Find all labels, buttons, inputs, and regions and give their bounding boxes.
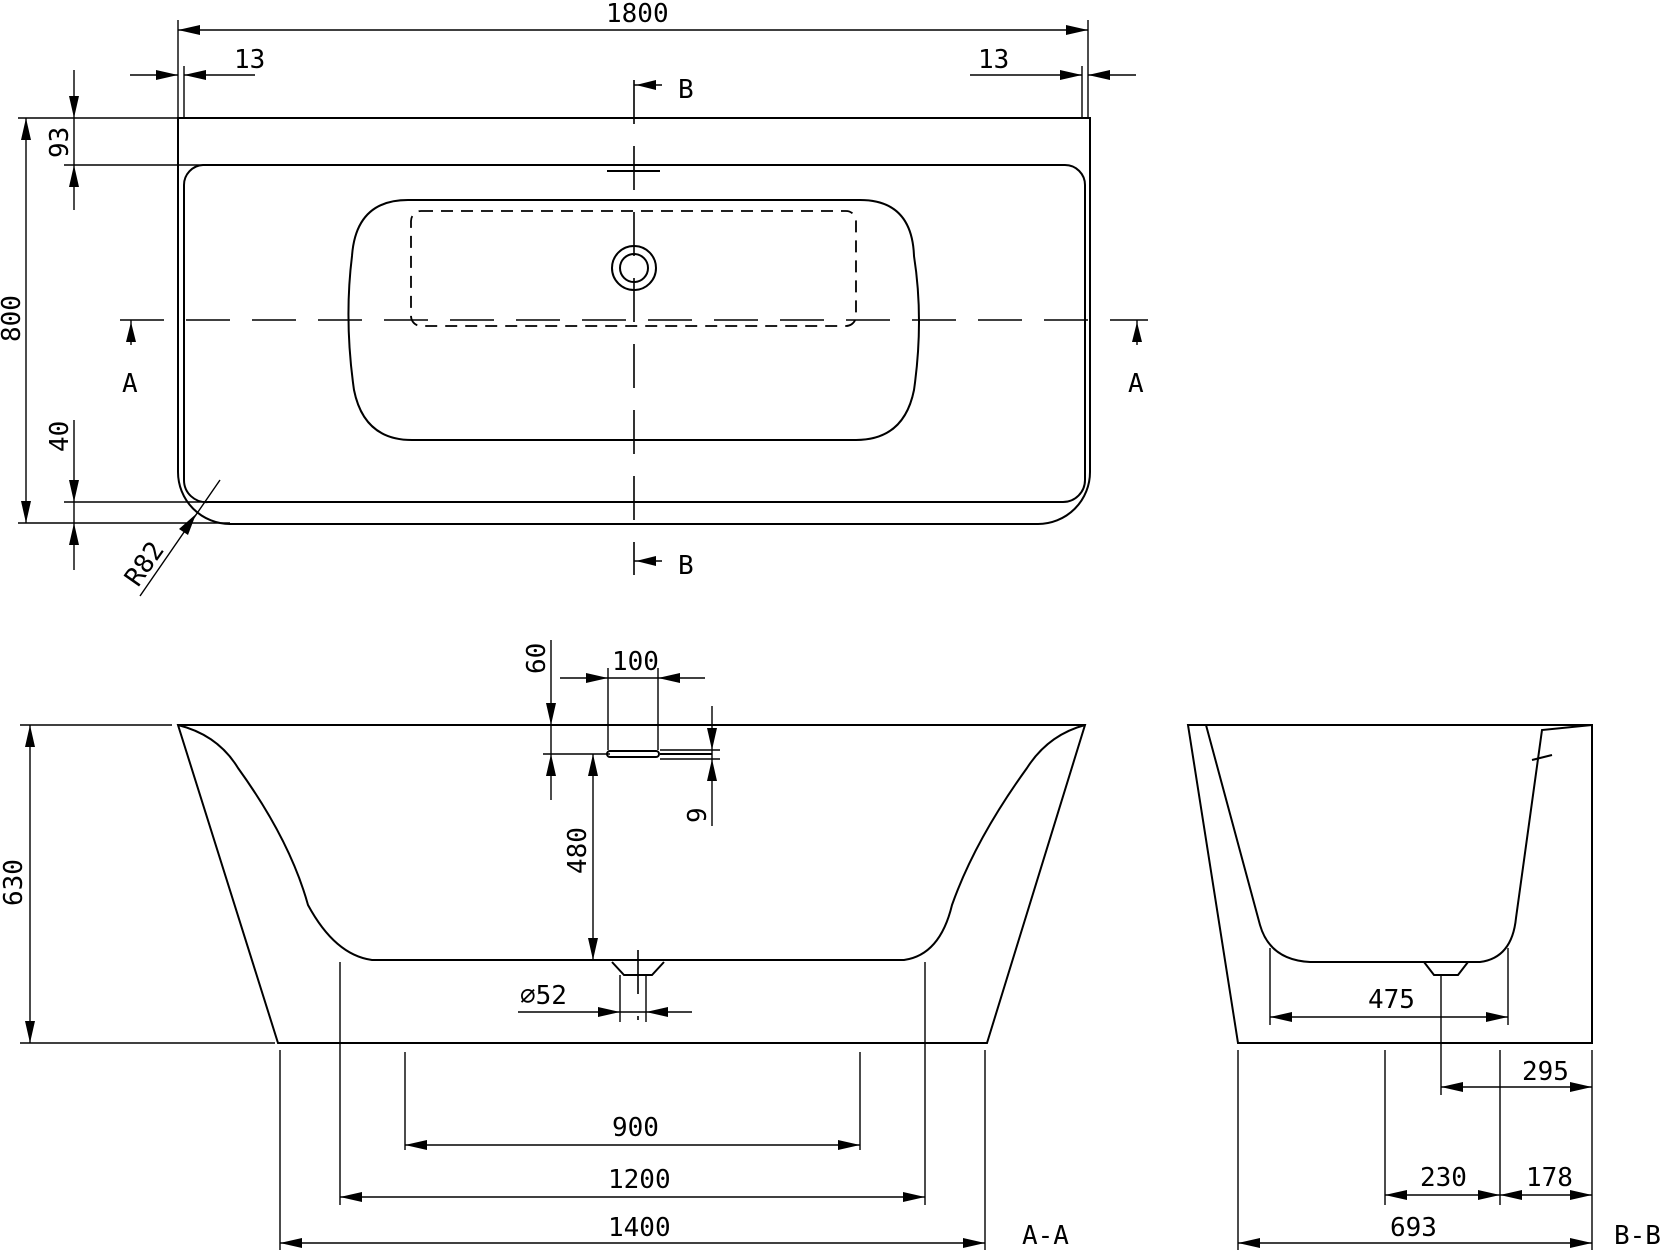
dim-630-arrow-bottom — [25, 1021, 35, 1043]
section-bb-overflow — [1531, 754, 1553, 761]
dim-480-arrow-top — [588, 754, 598, 776]
dim-9-arrow-bottom — [707, 759, 717, 781]
dim-295-arrow-right — [1570, 1082, 1592, 1092]
dim-630-arrow-top — [25, 725, 35, 747]
dim-1200-arrow-left — [340, 1192, 362, 1202]
dim-1200-arrow-right — [903, 1192, 925, 1202]
dim-40-arrow-bottom — [69, 523, 79, 545]
dim-693-arrow-right — [1570, 1238, 1592, 1248]
dim-1400-arrow-left — [280, 1238, 302, 1248]
dim-13-right-arrow2 — [1088, 70, 1110, 80]
dim-40-arrow-top — [69, 480, 79, 502]
dim-13-left-arrow2 — [184, 70, 206, 80]
section-aa-view: 630 60 100 9 480 ⌀52 — [0, 640, 1087, 1251]
section-aa-inner — [177, 724, 1086, 961]
dim-r82-leader — [139, 479, 221, 597]
section-bb-inner — [1205, 724, 1593, 963]
dim-40-text: 40 — [45, 421, 75, 452]
plan-drain-inner — [619, 253, 649, 283]
dim-800-arrow-bottom — [21, 501, 31, 523]
section-b-bottom-arrow — [636, 556, 656, 566]
dim-93-arrow-top — [69, 96, 79, 118]
dim-r82-arrow — [179, 514, 196, 535]
dim-230-text: 230 — [1420, 1163, 1467, 1193]
dim-9-arrow-top — [707, 728, 717, 750]
dim-60-arrow-top — [546, 703, 556, 725]
section-aa-label: A-A — [1022, 1221, 1069, 1251]
section-b-top-label: B — [678, 75, 694, 105]
dim-100-arrow-left — [586, 673, 608, 683]
dim-800-arrow-top — [21, 118, 31, 140]
dim-178-text: 178 — [1526, 1163, 1573, 1193]
dim-60-text: 60 — [522, 643, 552, 674]
dim-60-arrow-bottom — [546, 754, 556, 776]
dim-1800-arrow-right — [1066, 25, 1088, 35]
dim-52-text: ⌀52 — [520, 981, 567, 1011]
plan-inner-rim — [182, 164, 1086, 504]
dim-100-text: 100 — [612, 647, 659, 677]
dim-480-arrow-bottom — [588, 938, 598, 960]
plan-basin-outline — [347, 199, 920, 441]
section-b-top-arrow — [636, 80, 656, 90]
dim-900-arrow-right — [838, 1140, 860, 1150]
dim-1800-text: 1800 — [606, 0, 669, 29]
dim-900-arrow-left — [405, 1140, 427, 1150]
plan-view: A A B B 1800 13 13 — [0, 0, 1148, 597]
section-bb-drain — [1423, 961, 1469, 976]
section-aa-overflow — [606, 750, 660, 758]
dim-480-text: 480 — [563, 827, 593, 874]
dim-475-arrow-left — [1270, 1012, 1292, 1022]
dim-93-text: 93 — [45, 127, 75, 158]
dim-693-arrow-left — [1238, 1238, 1260, 1248]
dim-475-text: 475 — [1368, 985, 1415, 1015]
dim-475-arrow-right — [1486, 1012, 1508, 1022]
dim-13-left-text: 13 — [234, 45, 265, 75]
dim-13-right-text: 13 — [978, 45, 1009, 75]
section-a-right-label: A — [1128, 369, 1144, 399]
section-a-right-arrow — [1132, 322, 1142, 342]
dim-1800-arrow-left — [178, 25, 200, 35]
dim-630-text: 630 — [0, 859, 29, 906]
dim-52-arrow-left — [598, 1007, 620, 1017]
section-bb-label: B-B — [1614, 1221, 1661, 1251]
section-a-left-arrow — [126, 322, 136, 342]
dim-1400-text: 1400 — [608, 1213, 671, 1243]
dim-52-arrow-right — [646, 1007, 668, 1017]
dim-295-arrow-left — [1441, 1082, 1463, 1092]
dim-178-arrow-right — [1570, 1190, 1592, 1200]
dim-295-text: 295 — [1522, 1057, 1569, 1087]
section-a-left-label: A — [122, 369, 138, 399]
dim-13-left-arrow1 — [156, 70, 178, 80]
dim-230-arrow-left — [1385, 1190, 1407, 1200]
section-bb-view: 475 295 230 178 693 B-B — [1186, 724, 1661, 1251]
dim-9-text: 9 — [683, 807, 713, 823]
dim-1400-arrow-right — [963, 1238, 985, 1248]
section-b-bottom-label: B — [678, 551, 694, 581]
dim-800-text: 800 — [0, 295, 27, 342]
plan-hidden-bottom — [410, 210, 857, 327]
dim-1200-text: 1200 — [608, 1165, 671, 1195]
dim-900-text: 900 — [612, 1113, 659, 1143]
section-bb-outer — [1186, 724, 1593, 1044]
dim-178-arrow-left — [1500, 1190, 1522, 1200]
dim-13-right-arrow1 — [1060, 70, 1082, 80]
dim-100-arrow-right — [658, 673, 680, 683]
dim-230-arrow-right — [1478, 1190, 1500, 1200]
section-aa-outer — [176, 724, 1087, 1044]
dim-693-text: 693 — [1390, 1213, 1437, 1243]
dim-93-arrow-bottom — [69, 165, 79, 187]
plan-outer-outline — [177, 117, 1091, 525]
dim-r82-text: R82 — [119, 536, 171, 592]
